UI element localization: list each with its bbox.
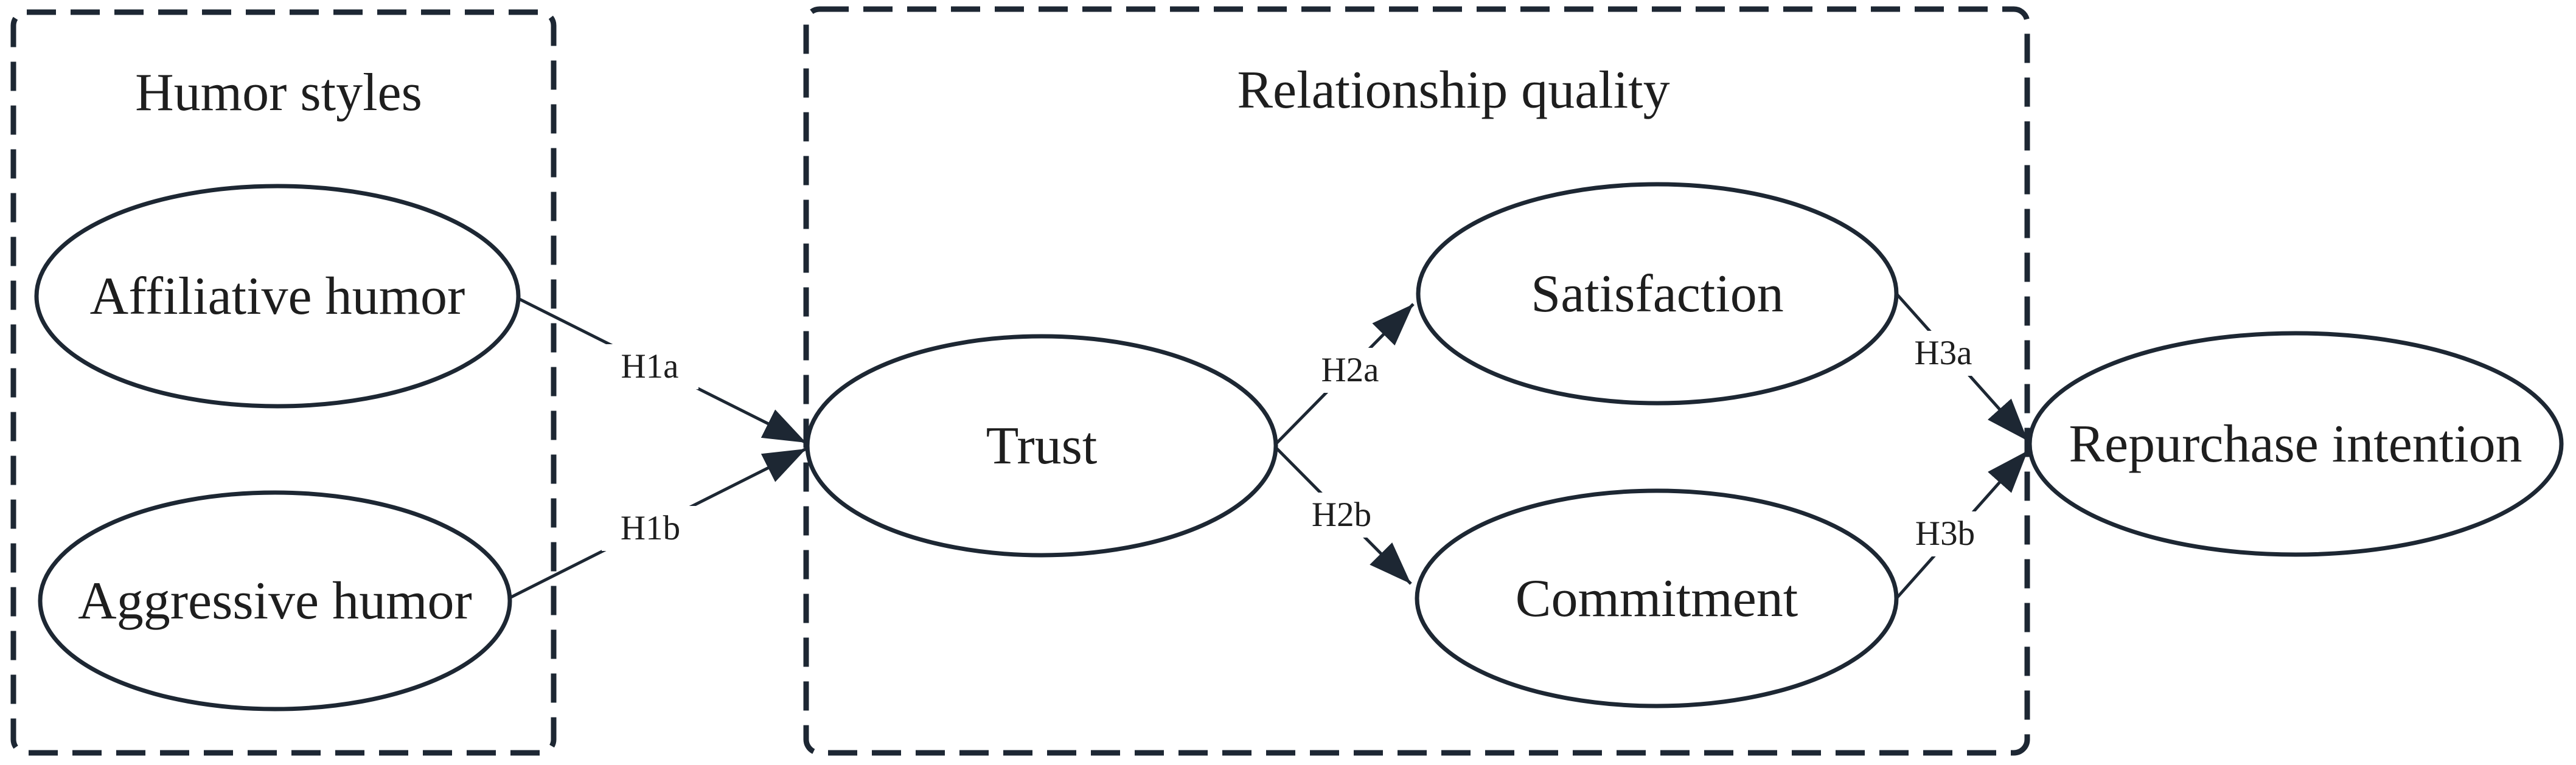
- node-label-affiliative-humor: Affiliative humor: [90, 267, 465, 326]
- edge-label-bg: [1293, 493, 1390, 538]
- edge-label-text-h2b: H2b: [1312, 496, 1371, 534]
- node-ellipse-aggressive-humor: [38, 490, 512, 711]
- edge-label-bg: [1895, 331, 1992, 376]
- node-label-repurchase-intention: Repurchase intention: [2069, 415, 2522, 474]
- edge-label-h1b: H1b: [602, 506, 699, 551]
- node-ellipse-affiliative-humor: [34, 184, 521, 409]
- edge-label-bg: [1896, 511, 1994, 556]
- node-label-aggressive-humor: Aggressive humor: [78, 572, 472, 631]
- edge-label-h3b: H3b: [1896, 511, 1994, 556]
- edge-label-text-h1a: H1a: [621, 347, 679, 386]
- edge-label-bg: [602, 506, 699, 551]
- group-box-humor-styles: [10, 9, 557, 756]
- group-title-relationship-quality: Relationship quality: [1237, 61, 1669, 120]
- edge-label-bg: [601, 344, 698, 389]
- edge-label-text-h3b: H3b: [1915, 514, 1975, 553]
- edge-label-h2a: H2a: [1301, 348, 1399, 393]
- node-ellipse-repurchase-intention: [2027, 331, 2564, 557]
- edge-label-h2b: H2b: [1293, 493, 1390, 538]
- group-box-relationship-quality: [803, 6, 2030, 756]
- node-label-trust: Trust: [986, 417, 1098, 476]
- node-label-satisfaction: Satisfaction: [1531, 265, 1783, 324]
- node-label-commitment: Commitment: [1516, 569, 1798, 628]
- edge-label-text-h1b: H1b: [621, 509, 680, 547]
- edge-label-text-h2a: H2a: [1321, 351, 1379, 389]
- edge-label-h3a: H3a: [1895, 331, 1992, 376]
- edge-label-bg: [1301, 348, 1399, 393]
- group-title-humor-styles: Humor styles: [135, 63, 422, 122]
- edge-label-h1a: H1a: [601, 344, 698, 389]
- node-ellipse-trust: [805, 334, 1278, 558]
- edge-label-text-h3a: H3a: [1915, 334, 1972, 372]
